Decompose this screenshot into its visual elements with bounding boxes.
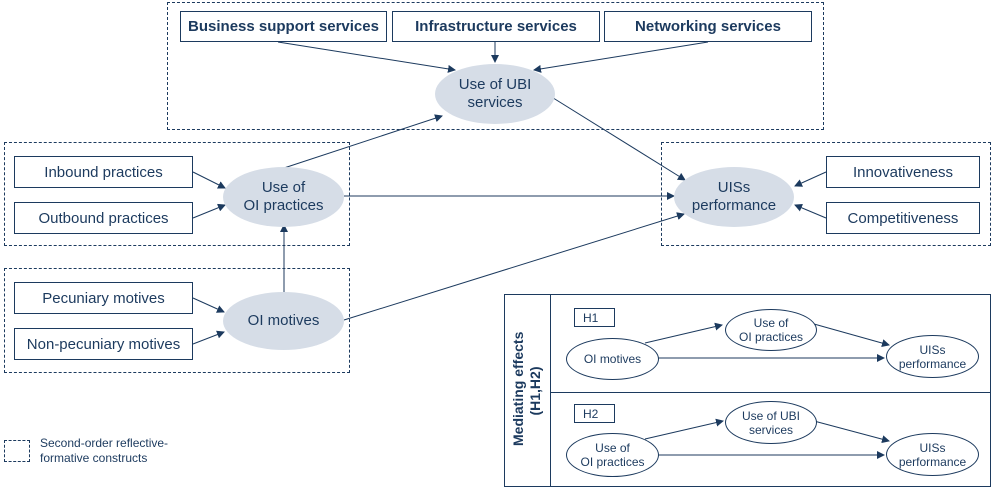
- h2-label: H2: [574, 404, 615, 423]
- oi-motives-group-frame: [4, 268, 350, 373]
- competitiveness-box: Competitiveness: [826, 202, 980, 234]
- h1-use-of-oi-practices-node: Use of OI practices: [725, 309, 817, 351]
- arrow-h2-source-to-mediator: [644, 418, 724, 440]
- mediating-effects-title: Mediating effects (H1,H2): [510, 331, 546, 446]
- arrow-oi-to-ubi: [283, 114, 443, 169]
- mediating-title-line1: Mediating effects: [510, 331, 526, 446]
- networking-services-box: Networking services: [604, 11, 812, 42]
- h2-mediator-line2: services: [748, 422, 793, 437]
- legend-dashed-swatch: [4, 440, 30, 462]
- inbound-practices-box: Inbound practices: [14, 156, 193, 188]
- h1-outcome-line2: performance: [898, 356, 967, 371]
- ubi-group-frame: [167, 2, 824, 130]
- h2-source-line2: OI practices: [580, 455, 645, 469]
- arrow-innovativeness-to-uis: [794, 171, 827, 187]
- h1-label: H1: [574, 308, 615, 327]
- h1-mediator-line1: Use of: [753, 316, 789, 330]
- legend-line2: formative constructs: [40, 451, 148, 465]
- arrow-ubi-to-uis: [549, 95, 686, 181]
- arrow-motives-to-uis: [343, 212, 685, 321]
- pecuniary-motives-box: Pecuniary motives: [14, 282, 193, 314]
- uis-construct-line1: UISs: [717, 179, 751, 196]
- h2-outcome-line1: UISs: [919, 440, 946, 455]
- legend-text: Second-order reflective- formative const…: [40, 436, 168, 466]
- arrow-business-to-ubi: [277, 41, 456, 73]
- uis-performance-group-frame: [661, 142, 991, 246]
- business-support-services-box: Business support services: [180, 11, 387, 42]
- arrow-outbound-to-oi: [192, 203, 226, 219]
- uis-performance-construct: UISs performance: [674, 167, 794, 227]
- mediating-effects-panel: [504, 294, 991, 487]
- arrow-competitiveness-to-uis: [794, 204, 827, 219]
- ubi-construct-line2: services: [467, 94, 523, 111]
- innovativeness-box: Innovativeness: [826, 156, 980, 188]
- legend-line1: Second-order reflective-: [40, 436, 169, 450]
- arrow-nonpecuniary-to-motives: [192, 330, 225, 345]
- infrastructure-services-box: Infrastructure services: [392, 11, 600, 42]
- use-of-ubi-services-construct: Use of UBI services: [435, 64, 555, 124]
- mediating-title-line2: (H1,H2): [527, 366, 543, 416]
- outbound-practices-box: Outbound practices: [14, 202, 193, 234]
- oi-motives-construct: OI motives: [223, 292, 344, 350]
- arrow-h1-mediator-to-outcome: [813, 323, 890, 347]
- oi-construct-line1: Use of: [261, 179, 306, 196]
- h2-source-line1: Use of: [595, 441, 630, 455]
- h2-use-of-oi-practices-node: Use of OI practices: [566, 433, 659, 477]
- non-pecuniary-motives-box: Non-pecuniary motives: [14, 328, 193, 360]
- oi-practices-group-frame: [4, 142, 350, 246]
- use-of-oi-practices-construct: Use of OI practices: [223, 167, 344, 227]
- mediating-panel-divider-vertical: [550, 294, 551, 487]
- arrow-pecuniary-to-motives: [192, 297, 225, 313]
- h1-oi-motives-node: OI motives: [566, 338, 659, 380]
- ubi-construct-line1: Use of UBI: [458, 76, 532, 93]
- h2-uis-performance-node: UISs performance: [886, 433, 979, 476]
- h1-uis-performance-node: UISs performance: [886, 335, 979, 378]
- arrow-h1-source-to-mediator: [644, 322, 723, 344]
- h2-use-of-ubi-services-node: Use of UBI services: [725, 401, 817, 444]
- mediating-panel-divider-horizontal: [550, 392, 991, 393]
- h1-mediator-line2: OI practices: [738, 330, 804, 344]
- arrow-networking-to-ubi: [533, 41, 709, 73]
- h2-outcome-line2: performance: [898, 454, 967, 469]
- h1-outcome-line1: UISs: [919, 342, 946, 357]
- uis-construct-line2: performance: [691, 197, 777, 214]
- arrow-inbound-to-oi: [192, 171, 226, 189]
- arrow-h2-mediator-to-outcome: [813, 420, 890, 444]
- h2-mediator-line1: Use of UBI: [741, 408, 801, 423]
- oi-construct-line2: OI practices: [243, 197, 324, 214]
